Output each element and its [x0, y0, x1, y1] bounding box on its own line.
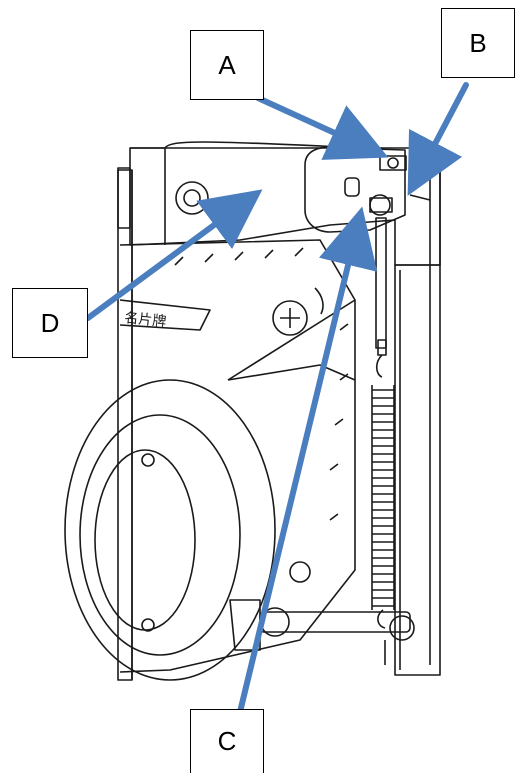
arrow-d: [85, 189, 263, 321]
callout-arrows: [85, 82, 469, 715]
callout-label-c: C: [190, 709, 264, 773]
motor-nameplate-marking: 名片牌: [124, 309, 168, 330]
callout-label-a: A: [190, 30, 264, 100]
arrow-b: [407, 82, 469, 196]
callout-label-b: B: [441, 8, 515, 78]
callout-label-d: D: [12, 288, 88, 358]
arrow-a: [255, 95, 389, 160]
frame-structure: [64, 141, 441, 681]
arrow-c: [237, 206, 378, 715]
